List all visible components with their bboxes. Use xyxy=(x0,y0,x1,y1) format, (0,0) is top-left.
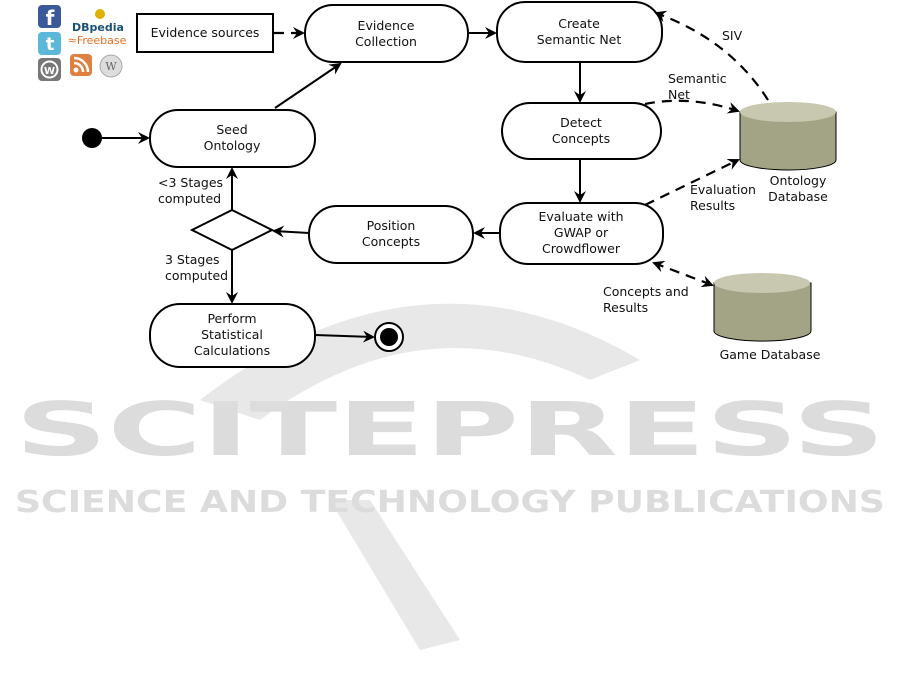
edge-label-3-stages: computed xyxy=(165,268,228,283)
edge-label-concepts-results: Results xyxy=(603,300,648,315)
svg-text:W: W xyxy=(105,60,117,73)
edge-label-concepts-results: Concepts and xyxy=(603,284,689,299)
svg-text:≈Freebase: ≈Freebase xyxy=(68,34,127,47)
node-seed-ontology: Seed Ontology xyxy=(149,109,316,168)
edge-seed-collection xyxy=(274,62,342,109)
node-label: Evaluate with xyxy=(538,209,623,224)
node-label: Position xyxy=(367,218,416,233)
node-label: Statistical xyxy=(201,327,263,342)
node-create-semantic-net: Create Semantic Net xyxy=(496,1,663,63)
node-label: Evidence xyxy=(358,18,415,33)
edge-label-semantic-net: Semantic xyxy=(668,71,727,86)
facebook-icon: f xyxy=(38,5,61,30)
evidence-sources-label: Evidence sources xyxy=(151,25,260,40)
edge-label-evaluation-results: Evaluation xyxy=(690,182,756,197)
db-label: Database xyxy=(768,189,828,204)
start-node xyxy=(82,128,102,148)
node-label: Calculations xyxy=(194,343,270,358)
edge-perform-end xyxy=(314,330,375,343)
node-detect-concepts: Detect Concepts xyxy=(501,102,662,160)
freebase-logo: ≈Freebase xyxy=(68,34,127,47)
node-label: Perform xyxy=(207,311,256,326)
edge-position-decision xyxy=(272,225,310,238)
game-database: Game Database xyxy=(713,273,821,362)
node-label: Create xyxy=(558,16,600,31)
wordpress-icon: W xyxy=(38,58,61,81)
svg-text:W: W xyxy=(44,66,55,77)
source-logos: f t W DBpedia ≈Freebase W xyxy=(38,5,127,81)
edge-evaluate-gamedb xyxy=(652,260,714,288)
evidence-sources-box: Evidence sources xyxy=(136,13,274,53)
svg-text:t: t xyxy=(46,34,55,55)
node-position-concepts: Position Concepts xyxy=(308,205,474,264)
rss-icon xyxy=(70,54,92,76)
watermark-subtitle: SCIENCE AND TECHNOLOGY PUBLICATIONS xyxy=(15,485,885,520)
node-label: Concepts xyxy=(362,234,420,249)
edge-label-semantic-net: Net xyxy=(668,87,690,102)
end-node xyxy=(374,322,404,352)
edge-label-3-stages: 3 Stages xyxy=(165,252,220,267)
edge-db-create xyxy=(654,10,769,101)
edge-label-evaluation-results: Results xyxy=(690,198,735,213)
edges xyxy=(102,10,769,343)
decision-diamond xyxy=(189,208,275,252)
edge-label-siv: SIV xyxy=(722,28,743,43)
db-label: Game Database xyxy=(720,347,821,362)
wikipedia-icon: W xyxy=(99,54,123,78)
edge-label-lt3-stages: <3 Stages xyxy=(158,175,223,190)
watermark-title: SCITEPRESS xyxy=(15,387,885,473)
db-label: Ontology xyxy=(770,173,827,188)
node-evidence-collection: Evidence Collection xyxy=(304,4,469,63)
dbpedia-logo: DBpedia xyxy=(72,9,124,34)
node-label: GWAP or xyxy=(554,225,609,240)
node-evaluate: Evaluate with GWAP or Crowdflower xyxy=(499,202,664,265)
node-label: Ontology xyxy=(204,138,261,153)
watermark: SCITEPRESS SCIENCE AND TECHNOLOGY PUBLIC… xyxy=(15,303,885,650)
edge-label-lt3-stages: computed xyxy=(158,191,221,206)
node-label: Detect xyxy=(560,115,602,130)
node-label: Collection xyxy=(355,34,417,49)
edge-detect-db xyxy=(644,99,740,114)
svg-text:f: f xyxy=(46,6,55,30)
node-label: Crowdflower xyxy=(542,241,621,256)
node-label: Seed xyxy=(216,122,247,137)
node-label: Concepts xyxy=(552,131,610,146)
twitter-icon: t xyxy=(38,32,61,55)
node-label: Semantic Net xyxy=(537,32,622,47)
svg-text:DBpedia: DBpedia xyxy=(72,21,124,34)
node-perform-statistical: Perform Statistical Calculations xyxy=(149,303,316,368)
ontology-database: Ontology Database xyxy=(739,102,837,204)
edge-evaluate-db xyxy=(644,158,740,206)
